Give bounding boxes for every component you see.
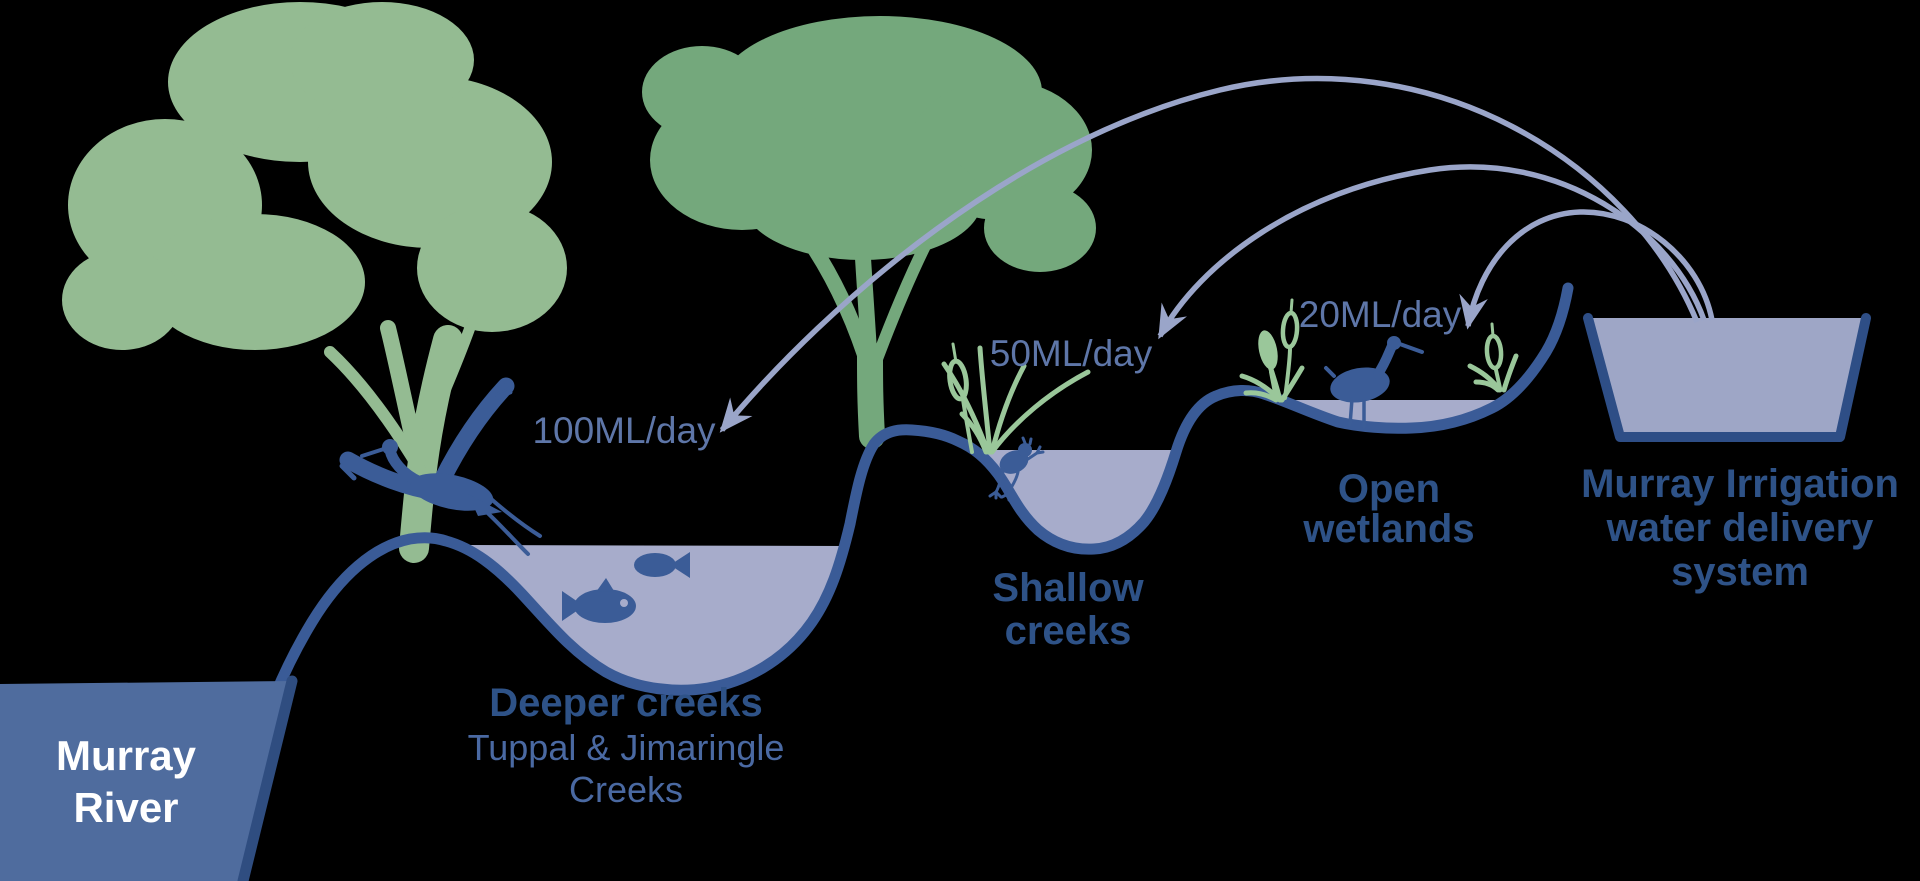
flow-label-100ml: 100ML/day <box>532 410 716 451</box>
open-wetlands-title-line1: Open <box>1338 467 1440 511</box>
flow-label-50ml: 50ML/day <box>990 333 1153 374</box>
reeds-wetland-left-icon <box>1239 298 1305 403</box>
shallow-creeks-title-line2: creeks <box>1005 609 1132 653</box>
reeds-wetland-right-icon <box>1467 322 1519 393</box>
frog-icon <box>988 436 1045 502</box>
fish-large-icon <box>562 578 636 623</box>
fish-small-icon <box>634 552 690 578</box>
flow-arrows <box>719 75 1715 433</box>
deeper-creek-water <box>468 545 845 692</box>
reeds-shallow-creek-icon <box>941 342 1091 455</box>
flow-arrow-20ml <box>1459 209 1715 330</box>
deeper-creeks-title: Deeper creeks <box>489 681 763 725</box>
shallow-creeks-title-line1: Shallow <box>992 566 1144 610</box>
standing-bittern-icon <box>1324 336 1424 429</box>
open-wetlands-title-line2: wetlands <box>1302 507 1474 551</box>
terrain-line <box>246 282 1574 770</box>
murray-river-box: Murray River <box>0 675 298 881</box>
flying-heron-icon <box>339 377 542 556</box>
deeper-creeks-subtitle-line1: Tuppal & Jimaringle <box>468 727 785 768</box>
source-label-line3: system <box>1671 550 1809 594</box>
tree-left-icon <box>62 2 567 563</box>
deeper-creeks-subtitle-line2: Creeks <box>569 769 683 810</box>
source-label-line1: Murray Irrigation <box>1581 462 1899 506</box>
water-delivery-channel <box>1583 313 1871 442</box>
tree-middle-icon <box>642 16 1096 449</box>
murray-river-label-line2: River <box>73 784 178 831</box>
shallow-creek-water <box>978 450 1175 547</box>
flow-arrow-100ml <box>719 75 1700 433</box>
murray-river-label-line1: Murray <box>56 732 197 779</box>
source-label-line2: water delivery <box>1606 506 1875 550</box>
flow-arrow-50ml <box>1157 164 1707 340</box>
flow-label-20ml: 20ML/day <box>1299 294 1462 335</box>
